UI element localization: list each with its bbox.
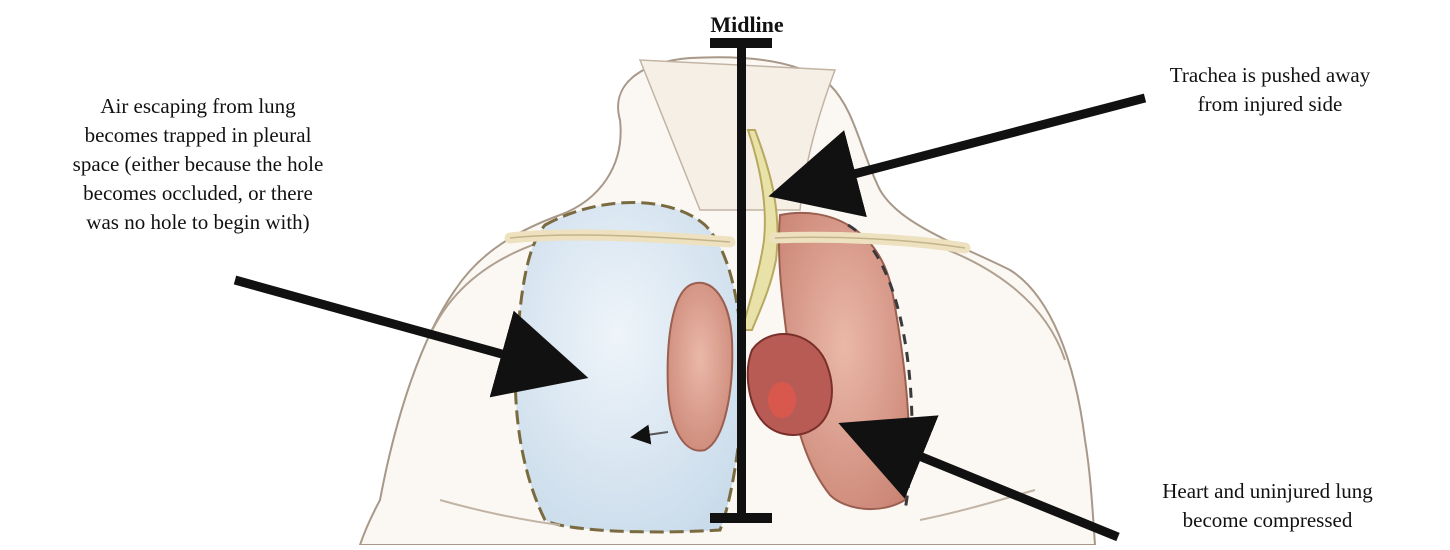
air-trapped-annotation: Air escaping from lung becomes trapped i… <box>18 92 378 237</box>
heart-highlight <box>768 382 796 418</box>
annotation-line: becomes occluded, or there <box>18 179 378 208</box>
annotation-line: from injured side <box>1105 90 1435 119</box>
annotation-line: Air escaping from lung <box>18 92 378 121</box>
heart-compression-annotation: Heart and uninjured lung become compress… <box>1095 477 1440 535</box>
collapsed-left-lung <box>668 283 733 451</box>
annotation-line: was no hole to begin with) <box>18 208 378 237</box>
annotation-line: Trachea is pushed away <box>1105 61 1435 90</box>
trachea-pointer-arrow <box>812 98 1145 185</box>
midline-bar <box>737 43 746 520</box>
midline-bottom-cap <box>710 513 772 523</box>
annotation-line: becomes trapped in pleural <box>18 121 378 150</box>
annotation-line: Heart and uninjured lung <box>1095 477 1440 506</box>
trachea-annotation: Trachea is pushed away from injured side <box>1105 61 1435 119</box>
midline-label: Midline <box>692 10 802 39</box>
annotation-line: space (either because the hole <box>18 150 378 179</box>
annotation-line: become compressed <box>1095 506 1440 535</box>
